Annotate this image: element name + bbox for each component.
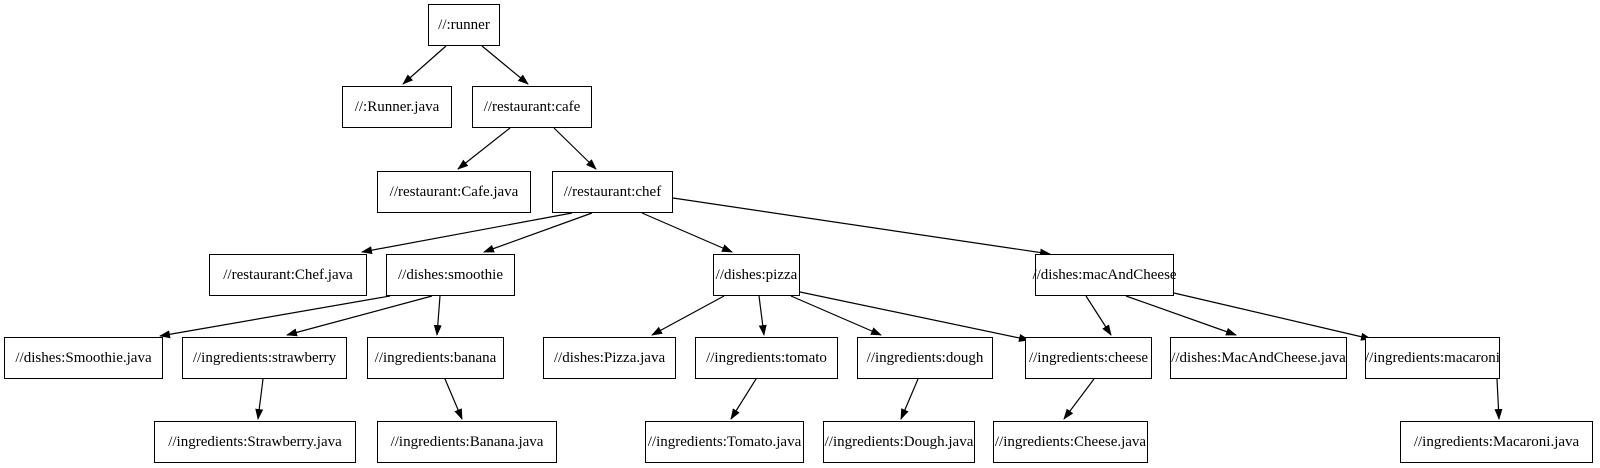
edge-chef-to-pizza	[641, 212, 733, 253]
node-pizza-java: //dishes:Pizza.java	[543, 337, 676, 379]
node-tomato-java: //ingredients:Tomato.java	[645, 421, 804, 463]
node-pizza: //dishes:pizza	[713, 254, 800, 296]
edge-tomato-to-tomato-java	[730, 378, 757, 420]
edge-strawberry-to-strawberry-java	[255, 378, 264, 420]
node-dough-java: //ingredients:Dough.java	[823, 421, 975, 463]
edge-chef-to-chef-java	[361, 212, 573, 255]
node-banana: //ingredients:banana	[367, 337, 504, 379]
edge-pizza-to-cheese	[799, 291, 1030, 342]
edge-banana-to-banana-java	[444, 378, 463, 420]
edge-smoothie-to-banana	[433, 295, 442, 336]
edge-macaroni-to-macaroni-java	[1494, 378, 1503, 420]
node-macandcheese: //dishes:macAndCheese	[1032, 254, 1177, 296]
node-macaroni-java: //ingredients:Macaroni.java	[1400, 421, 1593, 463]
edge-chef-to-macandcheese	[672, 197, 1051, 257]
edge-runner-to-cafe	[481, 45, 529, 85]
edge-pizza-to-pizza-java	[651, 295, 725, 336]
edge-cafe-to-chef	[553, 127, 597, 170]
edge-macandcheese-to-macaroni	[1173, 292, 1372, 341]
node-cheese: //ingredients:cheese	[1025, 337, 1152, 379]
edge-chef-to-smoothie	[483, 212, 593, 253]
node-chef: //restaurant:chef	[552, 171, 673, 213]
edge-cheese-to-cheese-java	[1063, 378, 1095, 420]
node-dough: //ingredients:dough	[857, 337, 993, 379]
node-smoothie-java: //dishes:Smoothie.java	[4, 337, 163, 379]
edge-macandcheese-to-cheese	[1085, 295, 1112, 336]
edge-smoothie-to-smoothie-java	[159, 295, 391, 339]
edge-runner-to-runner-java	[402, 45, 447, 85]
node-smoothie: //dishes:smoothie	[386, 254, 515, 296]
node-cafe: //restaurant:cafe	[472, 86, 592, 128]
node-macaroni: //ingredients:macaroni	[1365, 337, 1500, 379]
node-tomato: //ingredients:tomato	[695, 337, 838, 379]
edge-macandcheese-to-macandcheese-java	[1125, 295, 1237, 336]
edge-pizza-to-dough	[790, 295, 882, 336]
node-strawberry: //ingredients:strawberry	[182, 337, 347, 379]
edge-dough-to-dough-java	[900, 378, 919, 420]
edge-smoothie-to-strawberry	[286, 295, 433, 337]
edge-cafe-to-cafe-java	[457, 127, 511, 170]
edge-pizza-to-tomato	[758, 295, 767, 336]
node-strawberry-java: //ingredients:Strawberry.java	[154, 421, 356, 463]
node-cheese-java: //ingredients:Cheese.java	[993, 421, 1148, 463]
node-macandcheese-java: //dishes:MacAndCheese.java	[1170, 337, 1347, 379]
node-cafe-java: //restaurant:Cafe.java	[377, 171, 531, 213]
node-chef-java: //restaurant:Chef.java	[209, 254, 367, 296]
node-banana-java: //ingredients:Banana.java	[377, 421, 557, 463]
node-runner: //:runner	[428, 4, 500, 46]
node-runner-java: //:Runner.java	[342, 86, 452, 128]
